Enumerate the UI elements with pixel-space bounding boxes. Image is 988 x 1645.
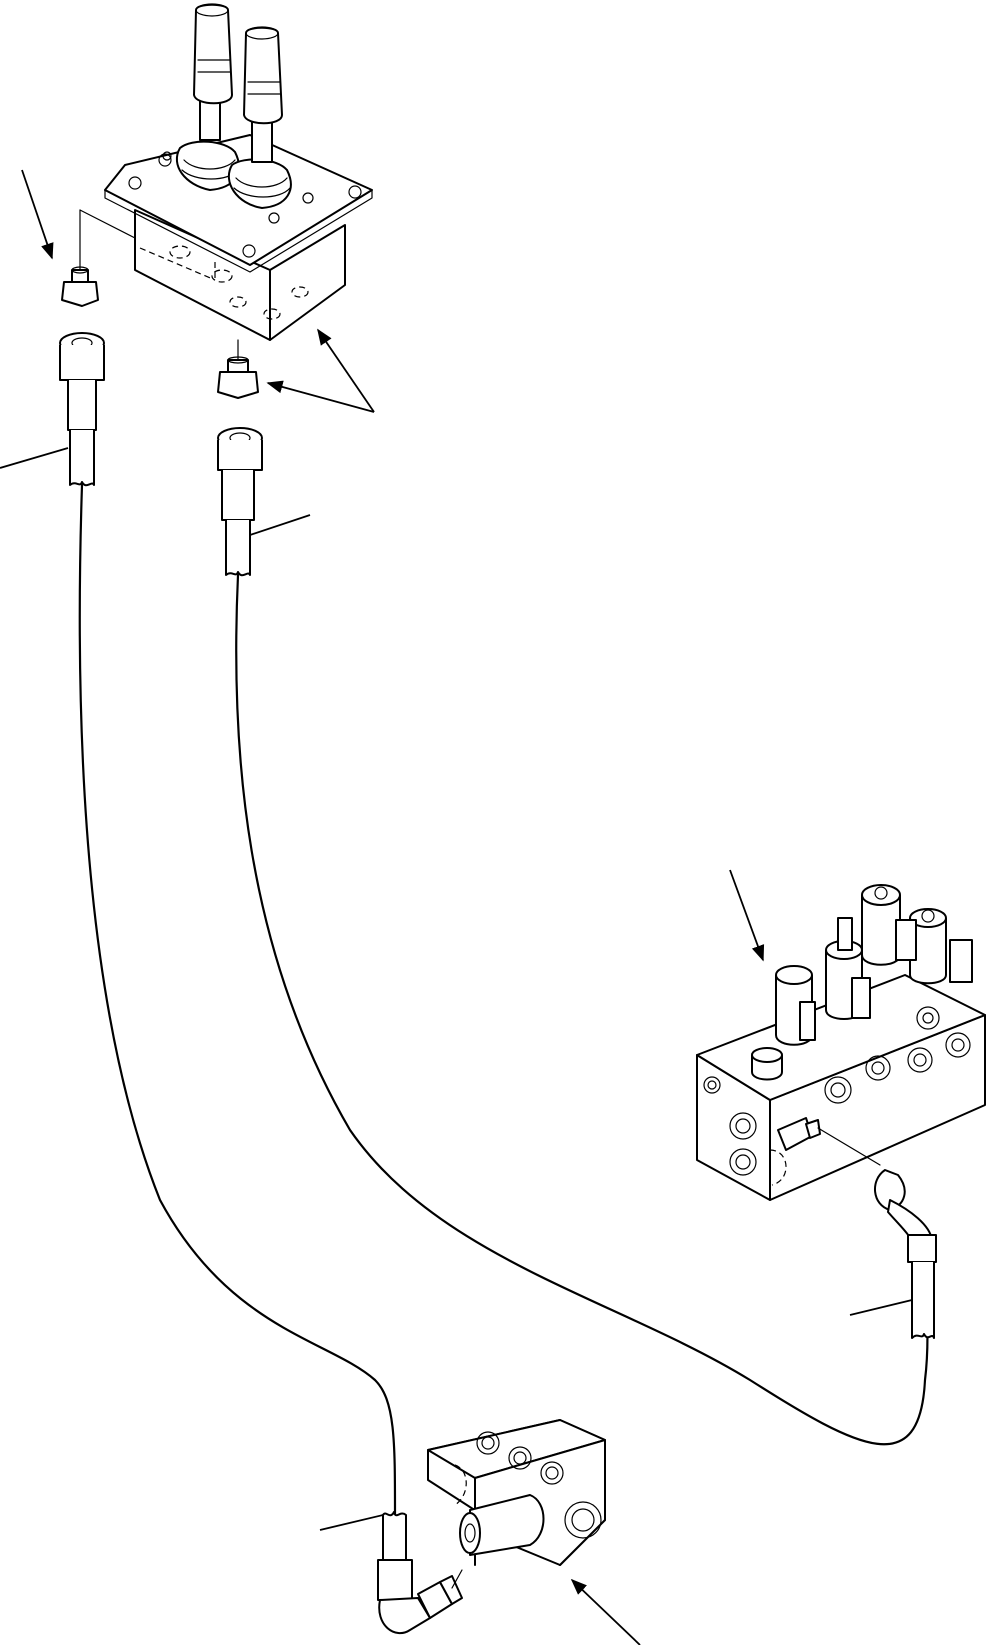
elbow-fitting-solenoid <box>778 1118 936 1338</box>
callout-arrow-adapter-right <box>266 380 374 412</box>
hose-1-line <box>80 485 395 1515</box>
port-leader-line-left <box>80 210 135 270</box>
hose-1-end <box>60 333 104 485</box>
callout-line-hose-3 <box>850 1300 912 1315</box>
callout-arrow-solenoid-valve <box>730 870 765 962</box>
callout-line-hose-4 <box>320 1515 383 1530</box>
callout-line-hose-2 <box>250 515 310 535</box>
callout-arrow-valve-body <box>317 328 374 412</box>
callout-arrow-adapter-left <box>22 170 54 260</box>
ppc-valve-joystick-assembly <box>105 4 372 340</box>
hose-2-end <box>218 428 262 575</box>
adapter-fitting-right <box>218 357 258 398</box>
elbow-fitting-junction <box>378 1512 462 1633</box>
junction-block <box>428 1420 605 1565</box>
callout-arrow-junction-block <box>570 1578 640 1645</box>
hose-2-line <box>236 575 927 1444</box>
adapter-fitting-left <box>62 267 98 306</box>
callout-line-hose-1 <box>0 448 68 468</box>
solenoid-valve-block <box>697 885 985 1200</box>
